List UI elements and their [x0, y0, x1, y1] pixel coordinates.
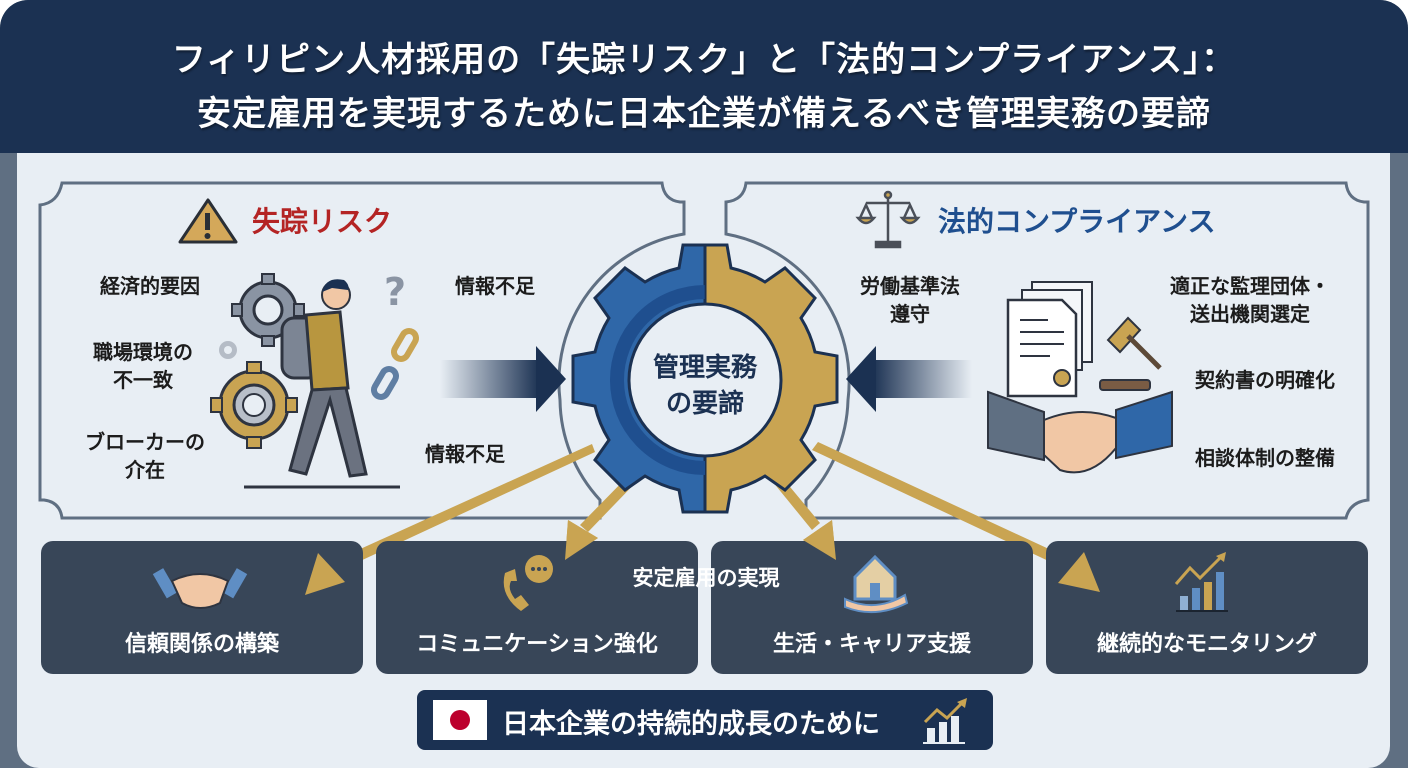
contract-gavel-handshake-illustration: [987, 281, 1173, 474]
question-mark-icon: ?: [384, 270, 406, 314]
broken-chain-icon: [371, 328, 419, 400]
risk-factor-broker: ブローカーの 介在: [60, 428, 230, 484]
scales-icon: [855, 190, 921, 249]
card-trust: 信頼関係の構築: [41, 541, 363, 674]
footer-text: 日本企業の持続的成長のために: [502, 709, 880, 740]
walking-person-illustration: ?: [210, 270, 419, 489]
footer-banner: 日本企業の持続的成長のために: [417, 690, 993, 750]
info-shortage-label-bottom: 情報不足: [425, 442, 505, 466]
gear-label-line: の要諦: [665, 389, 744, 419]
gear-label-line: 管理実務: [652, 353, 757, 383]
card-label: 生活・キャリア支援: [772, 632, 971, 657]
compliance-item-consultation: 相談体制の整備: [1195, 446, 1335, 470]
risk-panel-title: 失踪リスク: [252, 205, 393, 238]
risk-factor-line: 職場環境の: [93, 340, 193, 364]
title-line-2: 安定雇用を実現するために日本企業が備えるべき管理実務の要諦: [197, 94, 1211, 134]
card-label: 継続的なモニタリング: [1096, 632, 1317, 657]
central-gear-icon: [571, 243, 839, 514]
compliance-item-agency: 適正な監理団体・ 送出機関選定: [1150, 272, 1350, 328]
small-gear-icon: [219, 341, 237, 359]
risk-factor-line: 不一致: [113, 368, 173, 392]
card-monitoring: 継続的なモニタリング: [1046, 541, 1368, 674]
compliance-label-line: 労働基準法: [860, 274, 960, 298]
header: フィリピン人材採用の「失踪リスク」と「法的コンプライアンス」： 安定雇用を実現す…: [0, 0, 1408, 153]
risk-panel-border: [38, 181, 686, 520]
warning-icon: [178, 198, 238, 244]
labor-standards-label: 労働基準法 遵守: [845, 272, 975, 328]
gear-center-label: 管理実務 の要諦: [620, 350, 790, 422]
compliance-item-line: 送出機関選定: [1190, 302, 1310, 326]
compliance-item-line: 適正な監理団体・: [1170, 274, 1330, 298]
risk-factor-line: 介在: [125, 458, 165, 482]
arrow-left-into-gear: [846, 346, 972, 412]
card-label: 信頼関係の構築: [124, 632, 279, 657]
arrow-right-into-gear: [440, 346, 566, 412]
risk-factor-economic: 経済的要因: [80, 272, 220, 300]
growth-chart-icon: [923, 698, 967, 744]
compliance-item-contract: 契約書の明確化: [1195, 368, 1335, 392]
risk-factor-workplace: 職場環境の 不一致: [68, 338, 218, 394]
compliance-panel-title: 法的コンプライアンス: [938, 205, 1216, 238]
compliance-panel-border: [724, 181, 1370, 520]
title-line-1: フィリピン人材採用の「失踪リスク」と「法的コンプライアンス」：: [171, 40, 1237, 80]
japan-flag-icon: [433, 700, 487, 740]
gavel-icon: [1106, 316, 1142, 354]
risk-factor-line: 経済的要因: [100, 274, 200, 298]
stable-employment-banner: 安定雇用の実現: [632, 566, 780, 590]
risk-factor-line: ブローカーの: [85, 430, 205, 454]
gold-gear-icon: [210, 361, 298, 449]
card-label: コミュニケーション強化: [416, 632, 658, 657]
info-shortage-label-top: 情報不足: [455, 274, 535, 298]
compliance-label-line: 遵守: [890, 302, 930, 326]
